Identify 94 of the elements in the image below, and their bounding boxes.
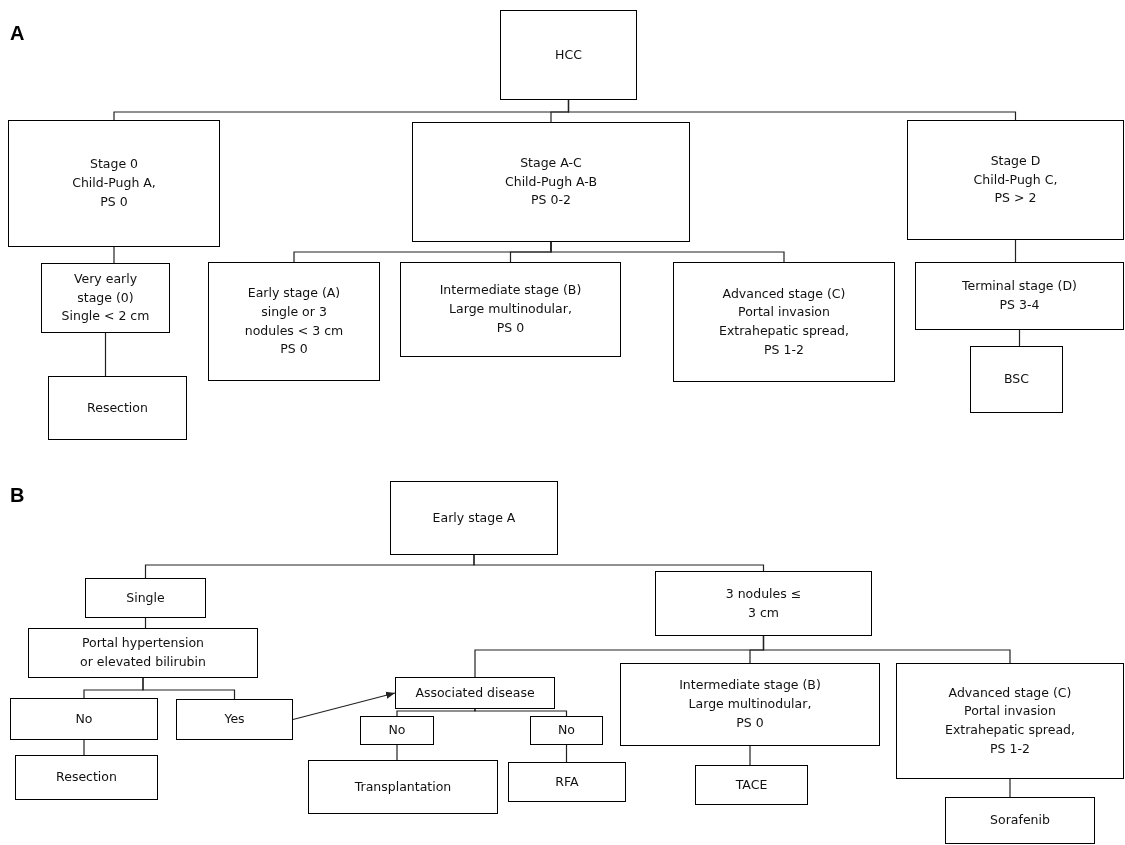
connector-line bbox=[113, 246, 115, 264]
process-box bbox=[400, 262, 621, 357]
connector-line bbox=[104, 332, 107, 377]
connector-line bbox=[550, 241, 785, 263]
connector-line bbox=[83, 739, 85, 756]
node-text: Large multinodular, bbox=[688, 695, 812, 714]
panel-label: B bbox=[10, 484, 25, 507]
connector-line bbox=[474, 708, 568, 717]
process-box bbox=[48, 376, 187, 440]
node-text: No bbox=[558, 721, 575, 740]
node-text: Portal invasion bbox=[738, 303, 830, 322]
node-text: Resection bbox=[56, 768, 117, 787]
node-text: Stage 0 bbox=[89, 155, 138, 174]
process-box bbox=[620, 663, 880, 746]
node-text: PS > 2 bbox=[994, 189, 1037, 208]
node-text: PS 0 bbox=[100, 192, 128, 211]
process-box bbox=[412, 122, 690, 242]
process-box bbox=[28, 628, 258, 678]
node-text: Single < 2 cm bbox=[61, 307, 150, 326]
process-box bbox=[500, 10, 637, 100]
node-text: Very early bbox=[73, 269, 138, 288]
process-box bbox=[970, 346, 1063, 413]
process-box bbox=[508, 762, 626, 802]
process-box bbox=[308, 760, 498, 814]
node-text: Extrahepatic spread, bbox=[719, 322, 849, 340]
process-box bbox=[655, 571, 872, 636]
process-box bbox=[360, 716, 434, 745]
node-text: Portal hypertension bbox=[81, 634, 204, 653]
node-text: PS 0 bbox=[736, 713, 764, 732]
node-text: Associated disease bbox=[415, 683, 535, 702]
node-text: PS 0 bbox=[496, 318, 525, 337]
connector-line bbox=[142, 677, 236, 700]
node-text: or elevated bilirubin bbox=[80, 653, 206, 671]
node-text: No bbox=[75, 709, 93, 728]
panel-label: A bbox=[10, 22, 25, 45]
connector-line bbox=[396, 744, 398, 761]
node-text: Stage D bbox=[990, 151, 1041, 170]
node-text: HCC bbox=[555, 45, 582, 64]
node-text: 3 nodules ≤ 3 cm bbox=[724, 584, 803, 622]
process-box bbox=[15, 755, 158, 800]
node-text: Child-Pugh C, bbox=[973, 170, 1058, 189]
process-box bbox=[915, 262, 1124, 330]
node-text: PS 0-2 bbox=[531, 191, 571, 210]
connector-line bbox=[762, 635, 1011, 664]
node-text: Transplantation bbox=[354, 777, 452, 796]
process-box bbox=[8, 120, 220, 247]
node-text: Extrahepatic spread, bbox=[945, 721, 1075, 739]
node-text: stage (0) bbox=[77, 288, 134, 307]
node-text: Single bbox=[126, 588, 165, 607]
process-box bbox=[673, 262, 895, 382]
node-text: RFA bbox=[555, 772, 579, 791]
node-text: Child-Pugh A, bbox=[72, 174, 156, 193]
process-box bbox=[907, 120, 1124, 240]
node-text: Advanced stage (C) bbox=[948, 683, 1072, 702]
process-box bbox=[176, 699, 293, 740]
node-text: TACE bbox=[735, 775, 768, 794]
connector-line bbox=[567, 99, 1017, 121]
connector-line bbox=[396, 708, 476, 717]
process-box bbox=[896, 663, 1124, 779]
node-text: PS 1-2 bbox=[990, 739, 1030, 758]
process-box bbox=[41, 263, 170, 333]
node-text: Intermediate stage (B) bbox=[679, 676, 821, 695]
node-text: Advanced stage (C) bbox=[722, 284, 846, 303]
node-text: Sorafenib bbox=[990, 811, 1050, 830]
process-box bbox=[390, 481, 558, 555]
node-text: nodules < 3 cm bbox=[244, 321, 344, 340]
node-text: Portal invasion bbox=[964, 702, 1056, 721]
node-text: single or 3 bbox=[261, 302, 327, 321]
process-box bbox=[85, 578, 206, 618]
node-text: Resection bbox=[87, 398, 148, 417]
connector-line bbox=[1014, 239, 1017, 263]
connector-line bbox=[473, 554, 765, 572]
node-text: Child-Pugh A-B bbox=[505, 172, 597, 191]
node-text: No bbox=[388, 721, 406, 740]
node-text: Yes bbox=[224, 710, 245, 729]
node-text: Stage A-C bbox=[520, 153, 582, 172]
process-box bbox=[208, 262, 380, 381]
node-text: BSC bbox=[1004, 370, 1029, 389]
process-box bbox=[395, 677, 555, 709]
node-text: Intermediate stage (B) bbox=[439, 281, 582, 300]
node-text: PS 0 bbox=[280, 340, 308, 359]
process-box bbox=[530, 716, 603, 745]
node-text: Early stage A bbox=[432, 508, 516, 527]
node-text: PS 3-4 bbox=[999, 296, 1040, 314]
arrow bbox=[292, 691, 396, 721]
process-box bbox=[695, 765, 808, 805]
node-text: Large multinodular, bbox=[449, 300, 572, 319]
process-box bbox=[10, 698, 158, 740]
process-box bbox=[945, 797, 1095, 844]
node-text: Terminal stage (D) bbox=[962, 277, 1077, 296]
connector-line bbox=[749, 745, 751, 766]
connector-line bbox=[1009, 778, 1011, 798]
node-text: Early stage (A) bbox=[247, 284, 341, 302]
node-text: PS 1-2 bbox=[764, 340, 804, 359]
